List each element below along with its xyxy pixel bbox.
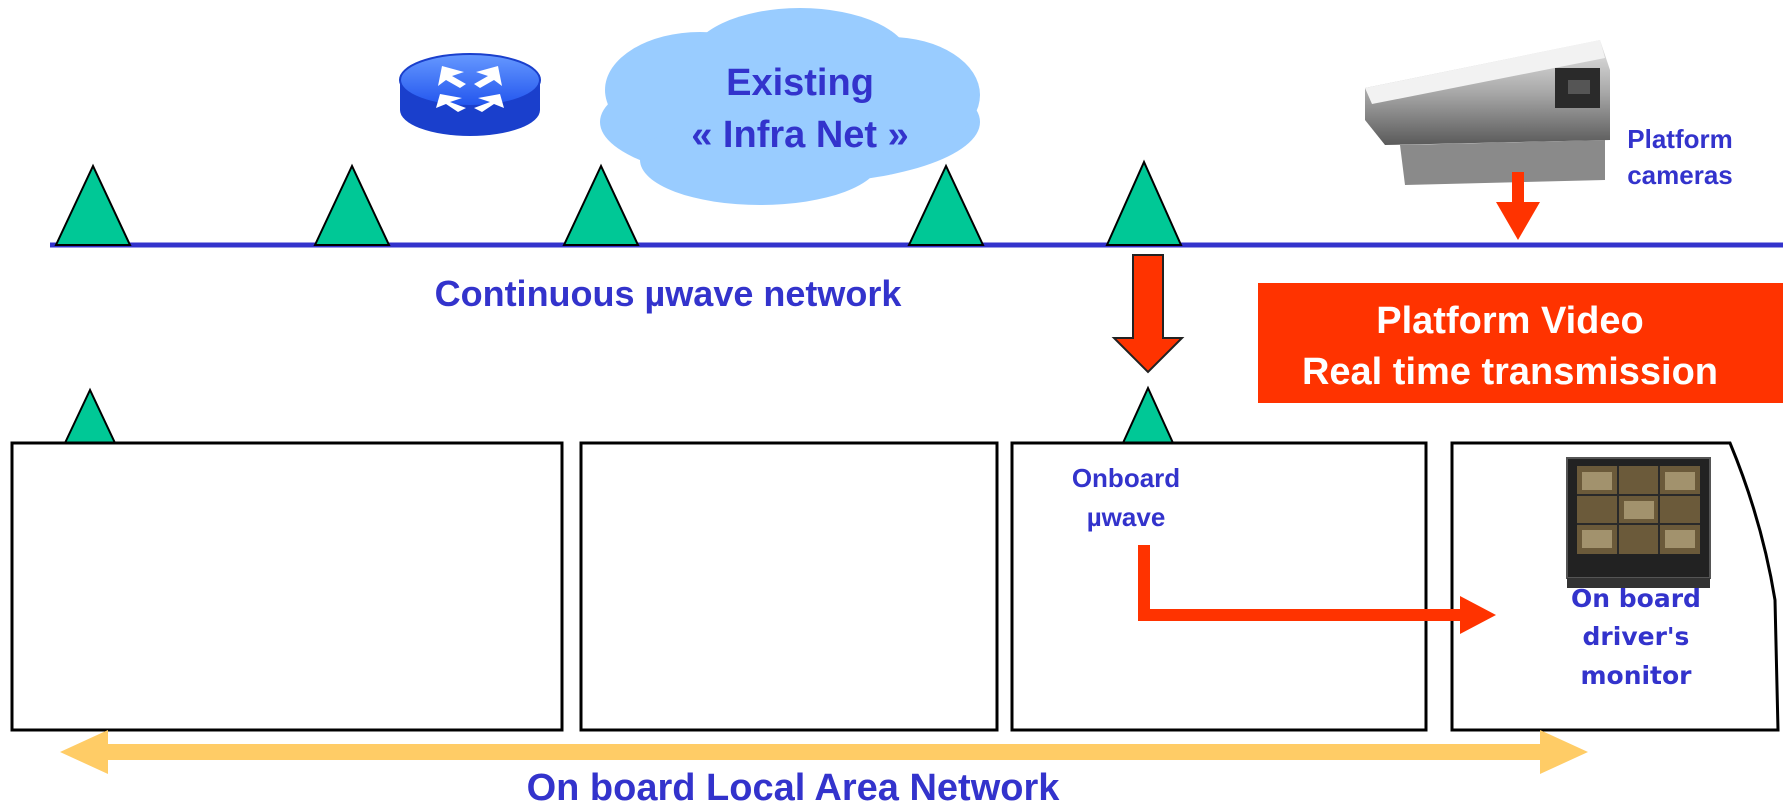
infra-net-cloud (600, 8, 980, 205)
cloud-label-line1: Existing (726, 62, 874, 104)
platform-camera-icon (1365, 40, 1610, 185)
antenna-icon (63, 387, 117, 444)
wayside-antennas (54, 159, 1183, 246)
camera-label-line2: cameras (1627, 160, 1733, 190)
onboard-flow-arrow (1138, 545, 1496, 634)
monitor-icon (1566, 457, 1711, 588)
antenna-icon (562, 163, 640, 246)
train-car (579, 441, 999, 732)
router-icon (399, 53, 541, 136)
antenna-icon (313, 163, 391, 246)
network-label: Continuous µwave network (435, 273, 903, 314)
platform-video-box (1258, 283, 1783, 403)
cloud-label-line2: « Infra Net » (691, 114, 909, 156)
antenna-icon (1121, 385, 1175, 444)
monitor-label-line1: On board (1571, 584, 1701, 613)
antenna-icon (907, 163, 985, 246)
onboard-uwave-line2: µwave (1087, 502, 1166, 532)
lan-double-arrow (60, 730, 1588, 774)
video-box-line2: Real time transmission (1302, 351, 1718, 393)
onboard-antennas (63, 385, 1175, 444)
train (10, 441, 1780, 732)
video-box-line1: Platform Video (1376, 300, 1643, 342)
lan-label: On board Local Area Network (527, 767, 1061, 809)
transmission-down-arrow (1111, 254, 1185, 374)
monitor-label-line3: monitor (1580, 661, 1692, 690)
camera-label-line1: Platform (1627, 124, 1732, 154)
antenna-icon (54, 163, 132, 246)
train-car (10, 441, 564, 732)
monitor-label-line2: driver's (1583, 622, 1690, 651)
train-car (1010, 441, 1428, 732)
camera-down-arrow (1496, 172, 1540, 240)
antenna-icon (1105, 159, 1183, 246)
onboard-uwave-line1: Onboard (1072, 463, 1180, 493)
